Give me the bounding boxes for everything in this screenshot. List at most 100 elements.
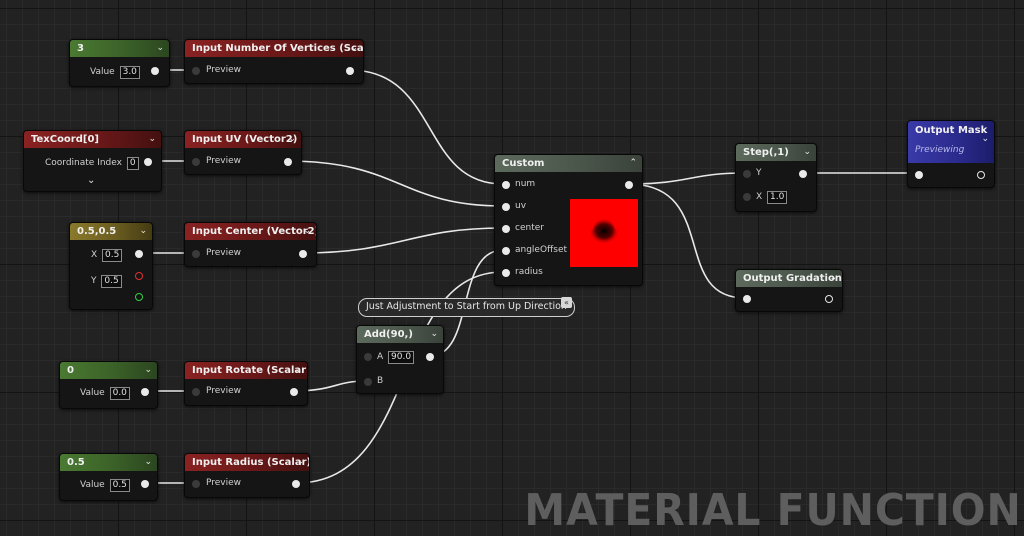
value-field[interactable]: 0.5 [109,479,130,492]
constant-node-center[interactable]: 0.5,0.5⌄ X 0.5 Y 0.5 [69,222,153,310]
output-pin[interactable] [799,170,807,178]
output-pin[interactable] [284,158,292,166]
node-title: Step(,1) [743,147,789,158]
x-input-pin[interactable] [743,193,751,201]
chevron-down-icon[interactable]: ⌄ [430,329,438,339]
chevron-down-icon[interactable]: ⌄ [294,365,302,375]
x-value-field[interactable]: 1.0 [767,191,788,204]
chevron-down-icon[interactable]: ⌄ [981,134,989,144]
num-label: num [515,179,536,189]
output-pin[interactable] [135,250,143,258]
node-title: Input Rotate (Scalar) [192,365,307,376]
y-input-pin[interactable] [743,170,751,178]
wire-vertices-to-num [348,69,504,185]
chevron-down-icon[interactable]: ⌄ [139,226,147,236]
y-label: Y [91,276,97,286]
preview-pin[interactable] [192,250,200,258]
output-pin[interactable] [299,250,307,258]
chevron-down-icon[interactable]: ⌄ [288,134,296,144]
chevron-down-icon[interactable]: ⌄ [803,147,811,157]
node-title: 0 [67,365,74,376]
add-node[interactable]: Add(90,)⌄ A 90.0 B [356,325,444,394]
chevron-down-icon[interactable]: ⌄ [144,457,152,467]
wire-center-to-center [301,227,504,254]
chevron-down-icon[interactable]: ⌄ [156,43,164,53]
output-pin[interactable] [625,181,633,189]
x-label: X [91,250,98,260]
constant-node-0[interactable]: 0 ⌄ Value 0.0 [59,361,158,409]
output-pin[interactable] [141,480,149,488]
y-value-field[interactable]: 0.5 [101,275,122,288]
output-pin[interactable] [144,158,152,166]
chevron-down-icon[interactable]: ⌄ [350,43,358,53]
node-title: Input Number Of Vertices (Scalar) [192,43,363,54]
chevron-down-icon[interactable]: ⌄ [829,273,837,283]
output-pin[interactable] [292,480,300,488]
node-title: 0.5 [67,457,85,468]
constant-node-0-5[interactable]: 0.5 ⌄ Value 0.5 [59,453,158,501]
constant-node-3[interactable]: 3⌄ Value 3.0 [69,39,170,87]
custom-node[interactable]: Custom⌃ num uv center angleOffset radius [494,154,643,286]
input-uv-node[interactable]: Input UV (Vector2)⌄ Preview [184,130,302,175]
node-title: Custom [502,158,545,169]
preview-label: Preview [206,478,242,488]
coordinate-index-field[interactable]: 0 [126,157,139,170]
preview-pin[interactable] [192,158,200,166]
expand-arrow-icon[interactable]: ⌄ [87,175,96,186]
num-input-pin[interactable] [502,181,510,189]
output-pin[interactable] [290,388,298,396]
green-output-pin[interactable] [135,293,143,301]
node-title: TexCoord[0] [31,134,99,145]
chevron-down-icon[interactable]: ⌄ [148,134,156,144]
chevron-down-icon[interactable]: ⌄ [303,226,311,236]
a-label: A [377,352,384,362]
output-pin[interactable] [825,295,833,303]
value-field[interactable]: 0.0 [109,387,130,400]
preview-pin[interactable] [192,388,200,396]
value-label: Value [80,480,105,490]
uv-input-pin[interactable] [502,203,510,211]
coordinate-index-label: Coordinate Index [45,158,122,168]
b-input-pin[interactable] [364,378,372,386]
triangle-gradient-preview [570,199,638,267]
chevron-down-icon[interactable]: ⌄ [296,457,304,467]
angle-offset-input-pin[interactable] [502,247,510,255]
output-pin[interactable] [346,67,354,75]
node-title: Input Center (Vector2) [192,226,316,237]
input-radius-node[interactable]: Input Radius (Scalar)⌄ Preview [184,453,310,498]
chevron-down-icon[interactable]: ⌄ [144,365,152,375]
output-pin[interactable] [426,353,434,361]
preview-label: Preview [206,65,242,75]
output-gradation-node[interactable]: Output Gradation⌄ [735,269,843,312]
input-rotate-node[interactable]: Input Rotate (Scalar)⌄ Preview [184,361,308,406]
output-pin[interactable] [977,171,985,179]
output-pin[interactable] [151,67,159,75]
input-pin[interactable] [743,295,751,303]
chevron-up-icon[interactable]: ⌃ [629,158,637,168]
red-output-pin[interactable] [135,272,143,280]
preview-pin[interactable] [192,480,200,488]
center-input-pin[interactable] [502,225,510,233]
preview-pin[interactable] [192,67,200,75]
previewing-label: Previewing [915,145,965,155]
texcoord-node[interactable]: TexCoord[0] ⌄ Coordinate Index 0 ⌄ [23,130,162,192]
radius-input-pin[interactable] [502,269,510,277]
input-pin[interactable] [915,171,923,179]
x-label: X [756,192,763,202]
value-label: Value [80,388,105,398]
input-vertices-node[interactable]: Input Number Of Vertices (Scalar)⌄ Previ… [184,39,364,84]
a-value-field[interactable]: 90.0 [388,351,415,364]
step-node[interactable]: Step(,1)⌄ Y X 1.0 [735,143,817,212]
output-pin[interactable] [141,388,149,396]
comment-collapse-button[interactable]: « [561,297,572,308]
x-value-field[interactable]: 0.5 [102,249,123,262]
material-function-watermark: MATERIAL FUNCTION [524,485,1022,536]
node-title: 3 [77,43,84,54]
input-center-node[interactable]: Input Center (Vector2)⌄ Preview [184,222,317,267]
comment-bubble[interactable]: Just Adjustment to Start from Up Directi… [358,298,575,317]
node-title: Input Radius (Scalar) [192,457,309,468]
a-input-pin[interactable] [364,353,372,361]
output-mask-node[interactable]: Output Mask ⌄ Previewing [907,120,995,188]
value-field[interactable]: 3.0 [119,66,140,79]
wire-num-to-step [627,172,746,185]
